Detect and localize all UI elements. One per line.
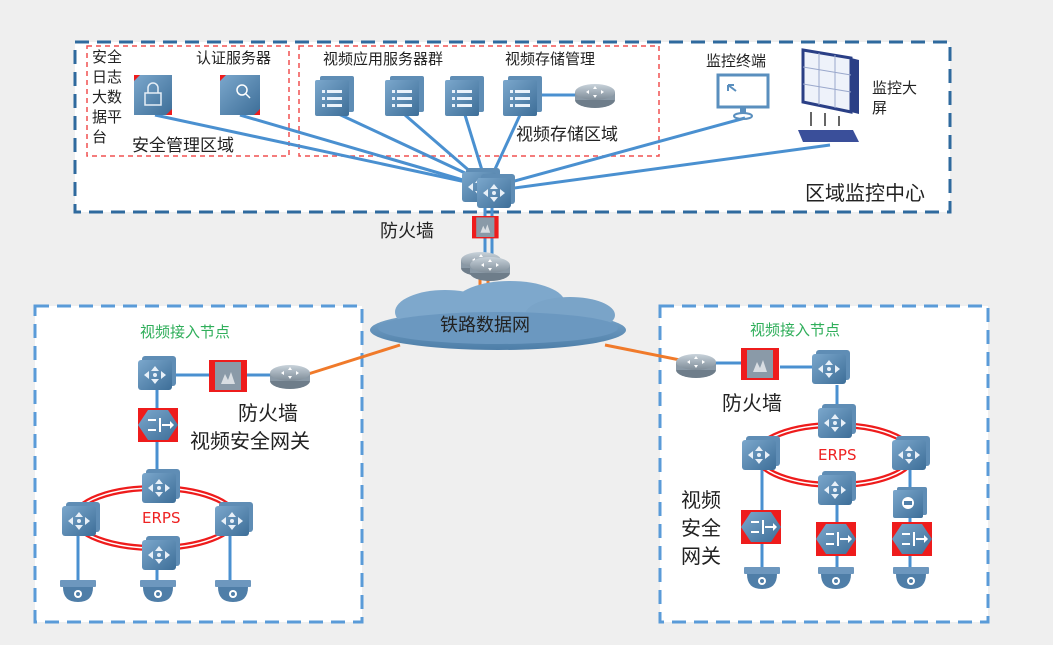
left-ring-switch-top <box>142 469 180 503</box>
core-switch-2 <box>477 174 515 208</box>
center-firewall-label: 防火墙 <box>380 221 434 242</box>
security-log-platform-device <box>134 75 172 115</box>
right-gateway-2 <box>815 521 857 557</box>
video-app-server-2 <box>385 76 424 116</box>
left-video-security-gateway <box>137 407 179 443</box>
monitor-terminal-label: 监控终端 <box>706 52 767 70</box>
monitoring-center-title: 区域监控中心 <box>805 181 925 205</box>
left-ring-switch-bottom <box>142 536 180 570</box>
right-node-title: 视频接入节点 <box>750 321 841 339</box>
left-firewall-label: 防火墙 <box>238 401 298 425</box>
storage-router <box>575 84 615 108</box>
video-app-server-3 <box>445 76 484 116</box>
left-ring-switch-right <box>215 502 253 536</box>
video-app-server-1 <box>315 76 354 116</box>
right-gateway-1 <box>740 509 782 545</box>
security-zone-box <box>86 45 290 157</box>
right-ring-switch-left <box>742 436 780 470</box>
left-edge-router <box>270 365 310 389</box>
auth-server-label: 认证服务器 <box>196 49 272 67</box>
railway-data-network-label: 铁路数据网 <box>440 315 530 336</box>
security-zone-title: 安全管理区域 <box>132 136 234 156</box>
right-access-switch <box>812 350 850 384</box>
right-encoder-device <box>893 487 927 518</box>
left-access-switch <box>138 356 176 390</box>
video-wall-device <box>798 48 859 142</box>
left-node-title: 视频接入节点 <box>140 323 231 341</box>
auth-server-device <box>220 75 260 115</box>
right-ring-switch-right <box>892 436 930 470</box>
right-gateway-3 <box>891 521 933 557</box>
left-erps-label: ERPS <box>142 509 181 527</box>
video-wall-label: 监控大屏 <box>872 79 918 117</box>
video-storage-zone-label: 视频存储区域 <box>516 125 618 145</box>
center-edge-router-2 <box>470 257 510 281</box>
left-ring-switch-left <box>62 502 100 536</box>
video-storage-mgmt-server <box>503 76 542 116</box>
monitor-terminal-device <box>716 73 770 120</box>
center-firewall <box>472 216 499 239</box>
video-app-servers-label: 视频应用服务器群 <box>323 50 444 68</box>
security-log-platform-label: 安全日志大数据平台 <box>92 48 123 146</box>
right-firewall <box>741 348 779 380</box>
left-firewall <box>209 360 247 392</box>
right-erps-label: ERPS <box>818 446 857 464</box>
railway-data-network-cloud <box>370 281 626 350</box>
left-access-node-box <box>33 304 364 624</box>
left-gateway-label: 视频安全网关 <box>190 429 310 453</box>
video-storage-mgmt-label: 视频存储管理 <box>505 50 596 68</box>
right-edge-router <box>676 354 716 378</box>
right-ring-switch-top <box>818 404 856 438</box>
right-firewall-label: 防火墙 <box>722 391 782 415</box>
right-gateway-label: 视频安全网关 <box>681 488 721 568</box>
right-ring-switch-bottom <box>818 471 856 505</box>
